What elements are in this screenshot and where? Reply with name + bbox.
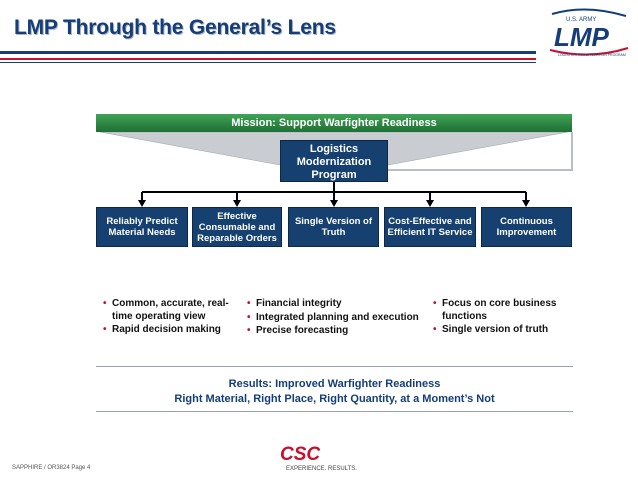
logo-top-text: U.S. ARMY — [566, 17, 596, 23]
header-rule-red — [0, 58, 536, 60]
header-rule — [0, 51, 536, 54]
bullet-item: •Precise forecasting — [247, 325, 349, 336]
header-rule-thin — [0, 62, 536, 63]
mission-banner: Mission: Support Warfighter Readiness — [96, 114, 572, 132]
results-line-1: Results: Improved Warfighter Readiness — [228, 378, 441, 390]
program-line-3: Program — [311, 169, 357, 181]
slide-title: LMP Through the General’s Lens — [14, 16, 336, 39]
csc-logo-text: CSC — [280, 444, 320, 465]
objective-box-orders: Effective Consumable and Reparable Order… — [192, 207, 282, 247]
program-line-2: Modernization — [296, 156, 372, 168]
lmp-logo: U.S. ARMY LMP LOGISTICS MODERNIZATION PR… — [549, 8, 629, 57]
bullet-item: •Financial integrity — [247, 298, 342, 309]
results-divider-bottom — [96, 411, 573, 412]
bullet-item: •Integrated planning and execution — [247, 311, 419, 323]
objective-box-it-service: Cost-Effective and Efficient IT Service — [384, 207, 476, 247]
results-divider-top — [96, 366, 573, 367]
footer-text: SAPPHIRE / OR3824 Page 4 — [12, 465, 91, 471]
objective-box-truth: Single Version of Truth — [288, 207, 379, 247]
objective-box-predict: Reliably Predict Material Needs — [96, 207, 188, 247]
bullet-item: •Rapid decision making — [103, 324, 221, 335]
csc-logo: CSC EXPERIENCE. RESULTS. — [280, 444, 357, 472]
bullet-item: •Common, accurate, real-time operating v… — [103, 298, 229, 322]
bullet-item: •Single version of truth — [433, 324, 549, 335]
program-box: Logistics Modernization Program — [280, 140, 388, 182]
results-block: Results: Improved Warfighter Readiness R… — [96, 377, 573, 407]
feedback-bracket — [388, 132, 573, 171]
program-line-1: Logistics — [309, 143, 359, 155]
csc-tagline: EXPERIENCE. RESULTS. — [286, 466, 357, 472]
logo-main-text: LMP — [554, 22, 610, 52]
bullet-group-3: •Focus on core business functions •Singl… — [433, 298, 573, 338]
bullet-group-2: •Financial integrity •Integrated plannin… — [247, 298, 432, 339]
logo-sub-text: LOGISTICS MODERNIZATION PROGRAM — [558, 53, 626, 57]
results-line-2: Right Material, Right Place, Right Quant… — [174, 393, 495, 405]
bullet-item: •Focus on core business functions — [433, 298, 557, 322]
objective-box-improvement: Continuous Improvement — [481, 207, 572, 247]
bullet-group-1: •Common, accurate, real-time operating v… — [103, 298, 243, 338]
